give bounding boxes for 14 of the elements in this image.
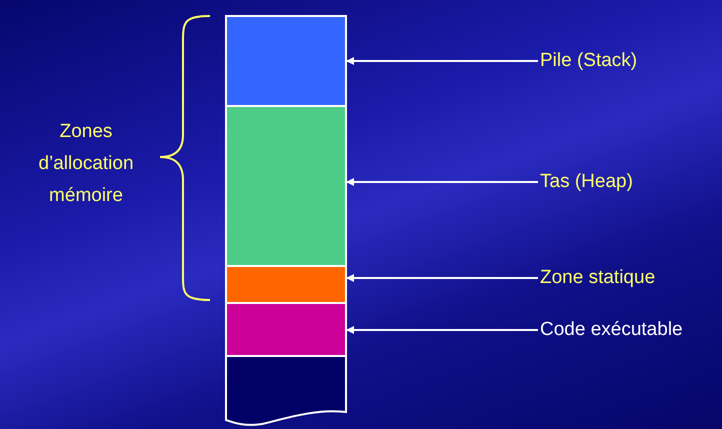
free-memory-segment — [225, 355, 347, 426]
segment-label: Pile (Stack) — [540, 49, 638, 73]
stack-segment — [225, 15, 347, 107]
heap-segment — [225, 105, 347, 267]
segment-label: Tas (Heap) — [540, 170, 633, 194]
brace-label: Zones d’allocation mémoire — [37, 120, 135, 208]
segment-label: Code exécutable — [540, 318, 683, 342]
arrow — [346, 178, 538, 186]
arrow — [346, 326, 538, 334]
arrow — [346, 57, 538, 65]
segment-label: Zone statique — [540, 266, 656, 290]
static-segment — [225, 265, 347, 304]
arrow — [346, 274, 538, 282]
code-segment — [225, 302, 347, 357]
